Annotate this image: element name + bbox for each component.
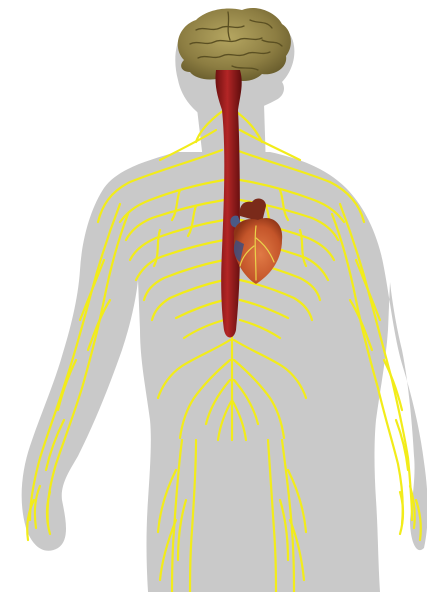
anatomy-illustration	[0, 0, 427, 592]
